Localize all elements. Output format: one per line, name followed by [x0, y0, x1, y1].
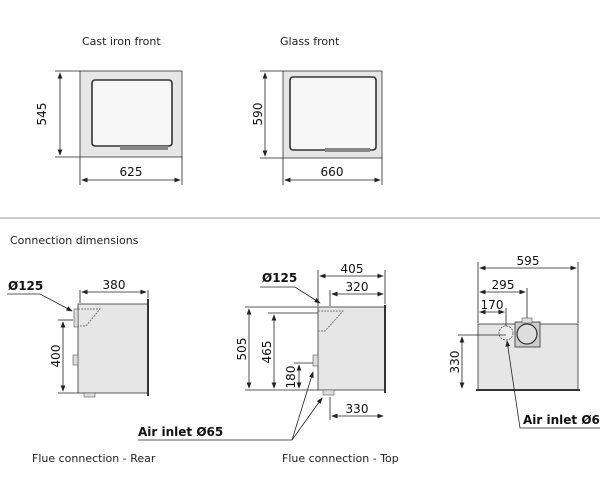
- top-air-offset: 330: [346, 402, 369, 416]
- cast-iron-width: 625: [120, 165, 143, 179]
- top-flue-diameter: Ø125: [262, 271, 297, 285]
- glass-front-title: Glass front: [280, 35, 340, 48]
- top-flue-offset: 320: [346, 280, 369, 294]
- top-caption: Flue connection - Top: [282, 452, 399, 465]
- rear-caption: Flue connection - Rear: [32, 452, 156, 465]
- rear-air-inlet-label: Air inlet Ø65: [138, 425, 223, 439]
- rear-flue-height: 400: [49, 345, 63, 368]
- glass-front-view: Glass front 590 660: [251, 35, 383, 185]
- rear-connection-view: Ø125 380 400 Air inlet Ø65 Flue connecti…: [7, 278, 292, 465]
- back-view: 595 295 170 330 Air inlet Ø65: [448, 254, 600, 429]
- rear-flue-diameter: Ø125: [8, 279, 43, 293]
- back-flue-center: 295: [492, 278, 515, 292]
- glass-height: 590: [251, 103, 265, 126]
- top-connection-view: Ø125 405 320 505 465 180 330 Flue connec…: [235, 262, 399, 465]
- rear-depth: 380: [103, 278, 126, 292]
- glass-width: 660: [321, 165, 344, 179]
- back-width: 595: [517, 254, 540, 268]
- cast-iron-front-view: Cast iron front 545 625: [35, 35, 183, 185]
- back-air-inlet-label: Air inlet Ø65: [523, 413, 600, 427]
- cast-iron-height: 545: [35, 103, 49, 126]
- top-height-body: 465: [260, 341, 274, 364]
- cast-iron-front-title: Cast iron front: [82, 35, 161, 48]
- section-title: Connection dimensions: [10, 234, 139, 247]
- top-height-total: 505: [235, 338, 249, 361]
- top-air-height: 180: [284, 366, 298, 389]
- back-air-height: 330: [448, 351, 462, 374]
- top-depth-total: 405: [341, 262, 364, 276]
- back-air-center: 170: [481, 298, 504, 312]
